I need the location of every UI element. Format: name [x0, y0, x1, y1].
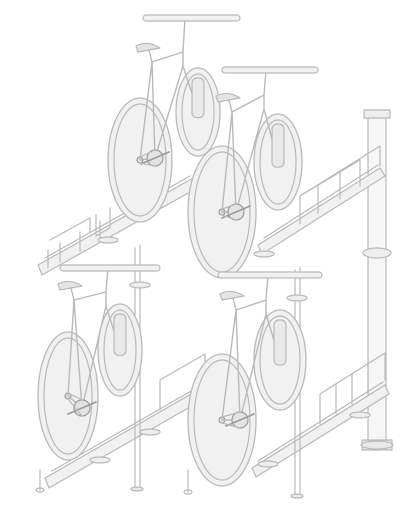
handlebar [142, 14, 241, 22]
wheel-clamp [271, 123, 285, 168]
wheel-clamp [191, 77, 205, 119]
handlebar [221, 66, 319, 74]
stem [105, 267, 109, 293]
saddle [135, 42, 161, 53]
wheel-clamp [113, 313, 127, 357]
front-rim [103, 309, 137, 391]
seatpost [232, 297, 237, 311]
bicycle-lower-right [187, 271, 323, 487]
wheel-clamp [273, 319, 287, 366]
handlebar [59, 264, 161, 272]
saddle [215, 92, 241, 103]
crank-arms [67, 401, 97, 415]
bicycles-group [37, 14, 323, 487]
bicycle-lower-left [37, 264, 161, 461]
rear-rim [113, 103, 167, 217]
seatpost [228, 99, 233, 113]
seatpost [70, 287, 75, 301]
bicycle-upper-left [107, 14, 241, 223]
main-frame [231, 94, 279, 213]
front-rim [259, 119, 297, 205]
saddle [219, 290, 245, 301]
rear-rim [193, 359, 251, 481]
saddle [57, 280, 83, 291]
stem [263, 69, 267, 96]
upper-tier-rail-right [253, 145, 386, 258]
right-support-post [360, 109, 394, 451]
handlebar [217, 271, 323, 279]
rear-triangle [67, 299, 83, 409]
crank-arms [221, 205, 251, 219]
bicycle-upper-right [187, 66, 319, 279]
main-frame [73, 291, 121, 409]
crank-arms [225, 413, 255, 427]
front-rim [181, 73, 215, 151]
chain [221, 411, 241, 429]
rear-triangle [221, 309, 241, 421]
rear-rim [43, 337, 93, 455]
chain [139, 149, 156, 167]
crank-arms [140, 151, 170, 165]
front-rim [259, 315, 301, 405]
stem [182, 17, 186, 53]
stem [265, 274, 269, 301]
seatpost [148, 49, 153, 63]
chain [67, 392, 83, 417]
main-frame [235, 299, 281, 421]
main-frame [151, 51, 199, 159]
chain [221, 203, 237, 221]
lower-tier-rail-right [251, 352, 390, 478]
